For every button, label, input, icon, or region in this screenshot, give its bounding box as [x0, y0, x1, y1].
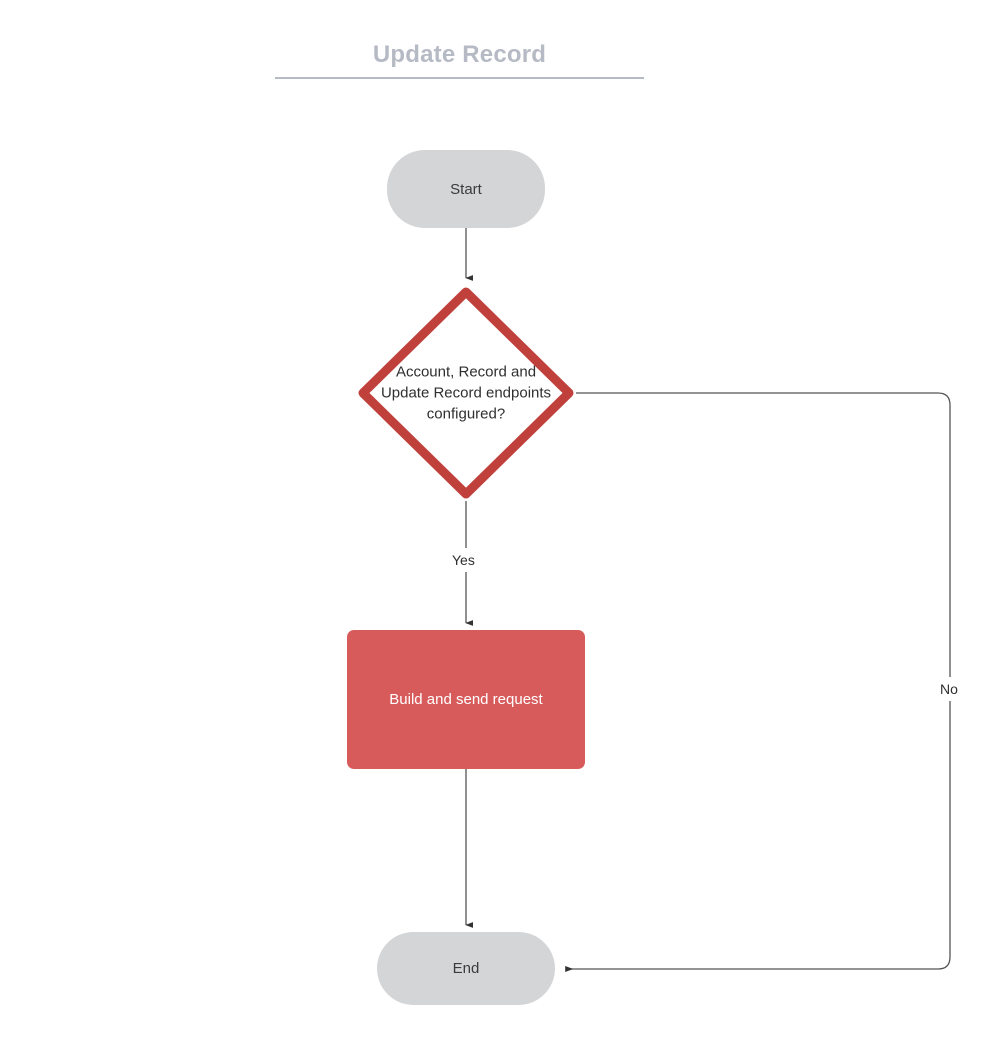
edge-decision-to-end-no [565, 392, 951, 972]
diagram-title-text: Update Record [372, 41, 547, 68]
node-start-label: Start [450, 180, 482, 198]
diagram-title: Update Record [275, 40, 644, 70]
node-decision-label: Account, Record and Update Record endpoi… [380, 363, 552, 423]
node-end[interactable]: End [377, 932, 555, 1005]
edge-label-yes: Yes [448, 550, 479, 570]
node-start[interactable]: Start [387, 150, 545, 228]
edge-label-no: No [936, 679, 962, 699]
node-process-label: Build and send request [389, 691, 543, 708]
title-underline-divider [275, 77, 644, 79]
node-process[interactable]: Build and send request [347, 630, 585, 769]
node-decision[interactable]: Account, Record and Update Record endpoi… [356, 285, 576, 501]
node-end-label: End [452, 960, 480, 977]
diamond-shape-icon [358, 287, 574, 499]
